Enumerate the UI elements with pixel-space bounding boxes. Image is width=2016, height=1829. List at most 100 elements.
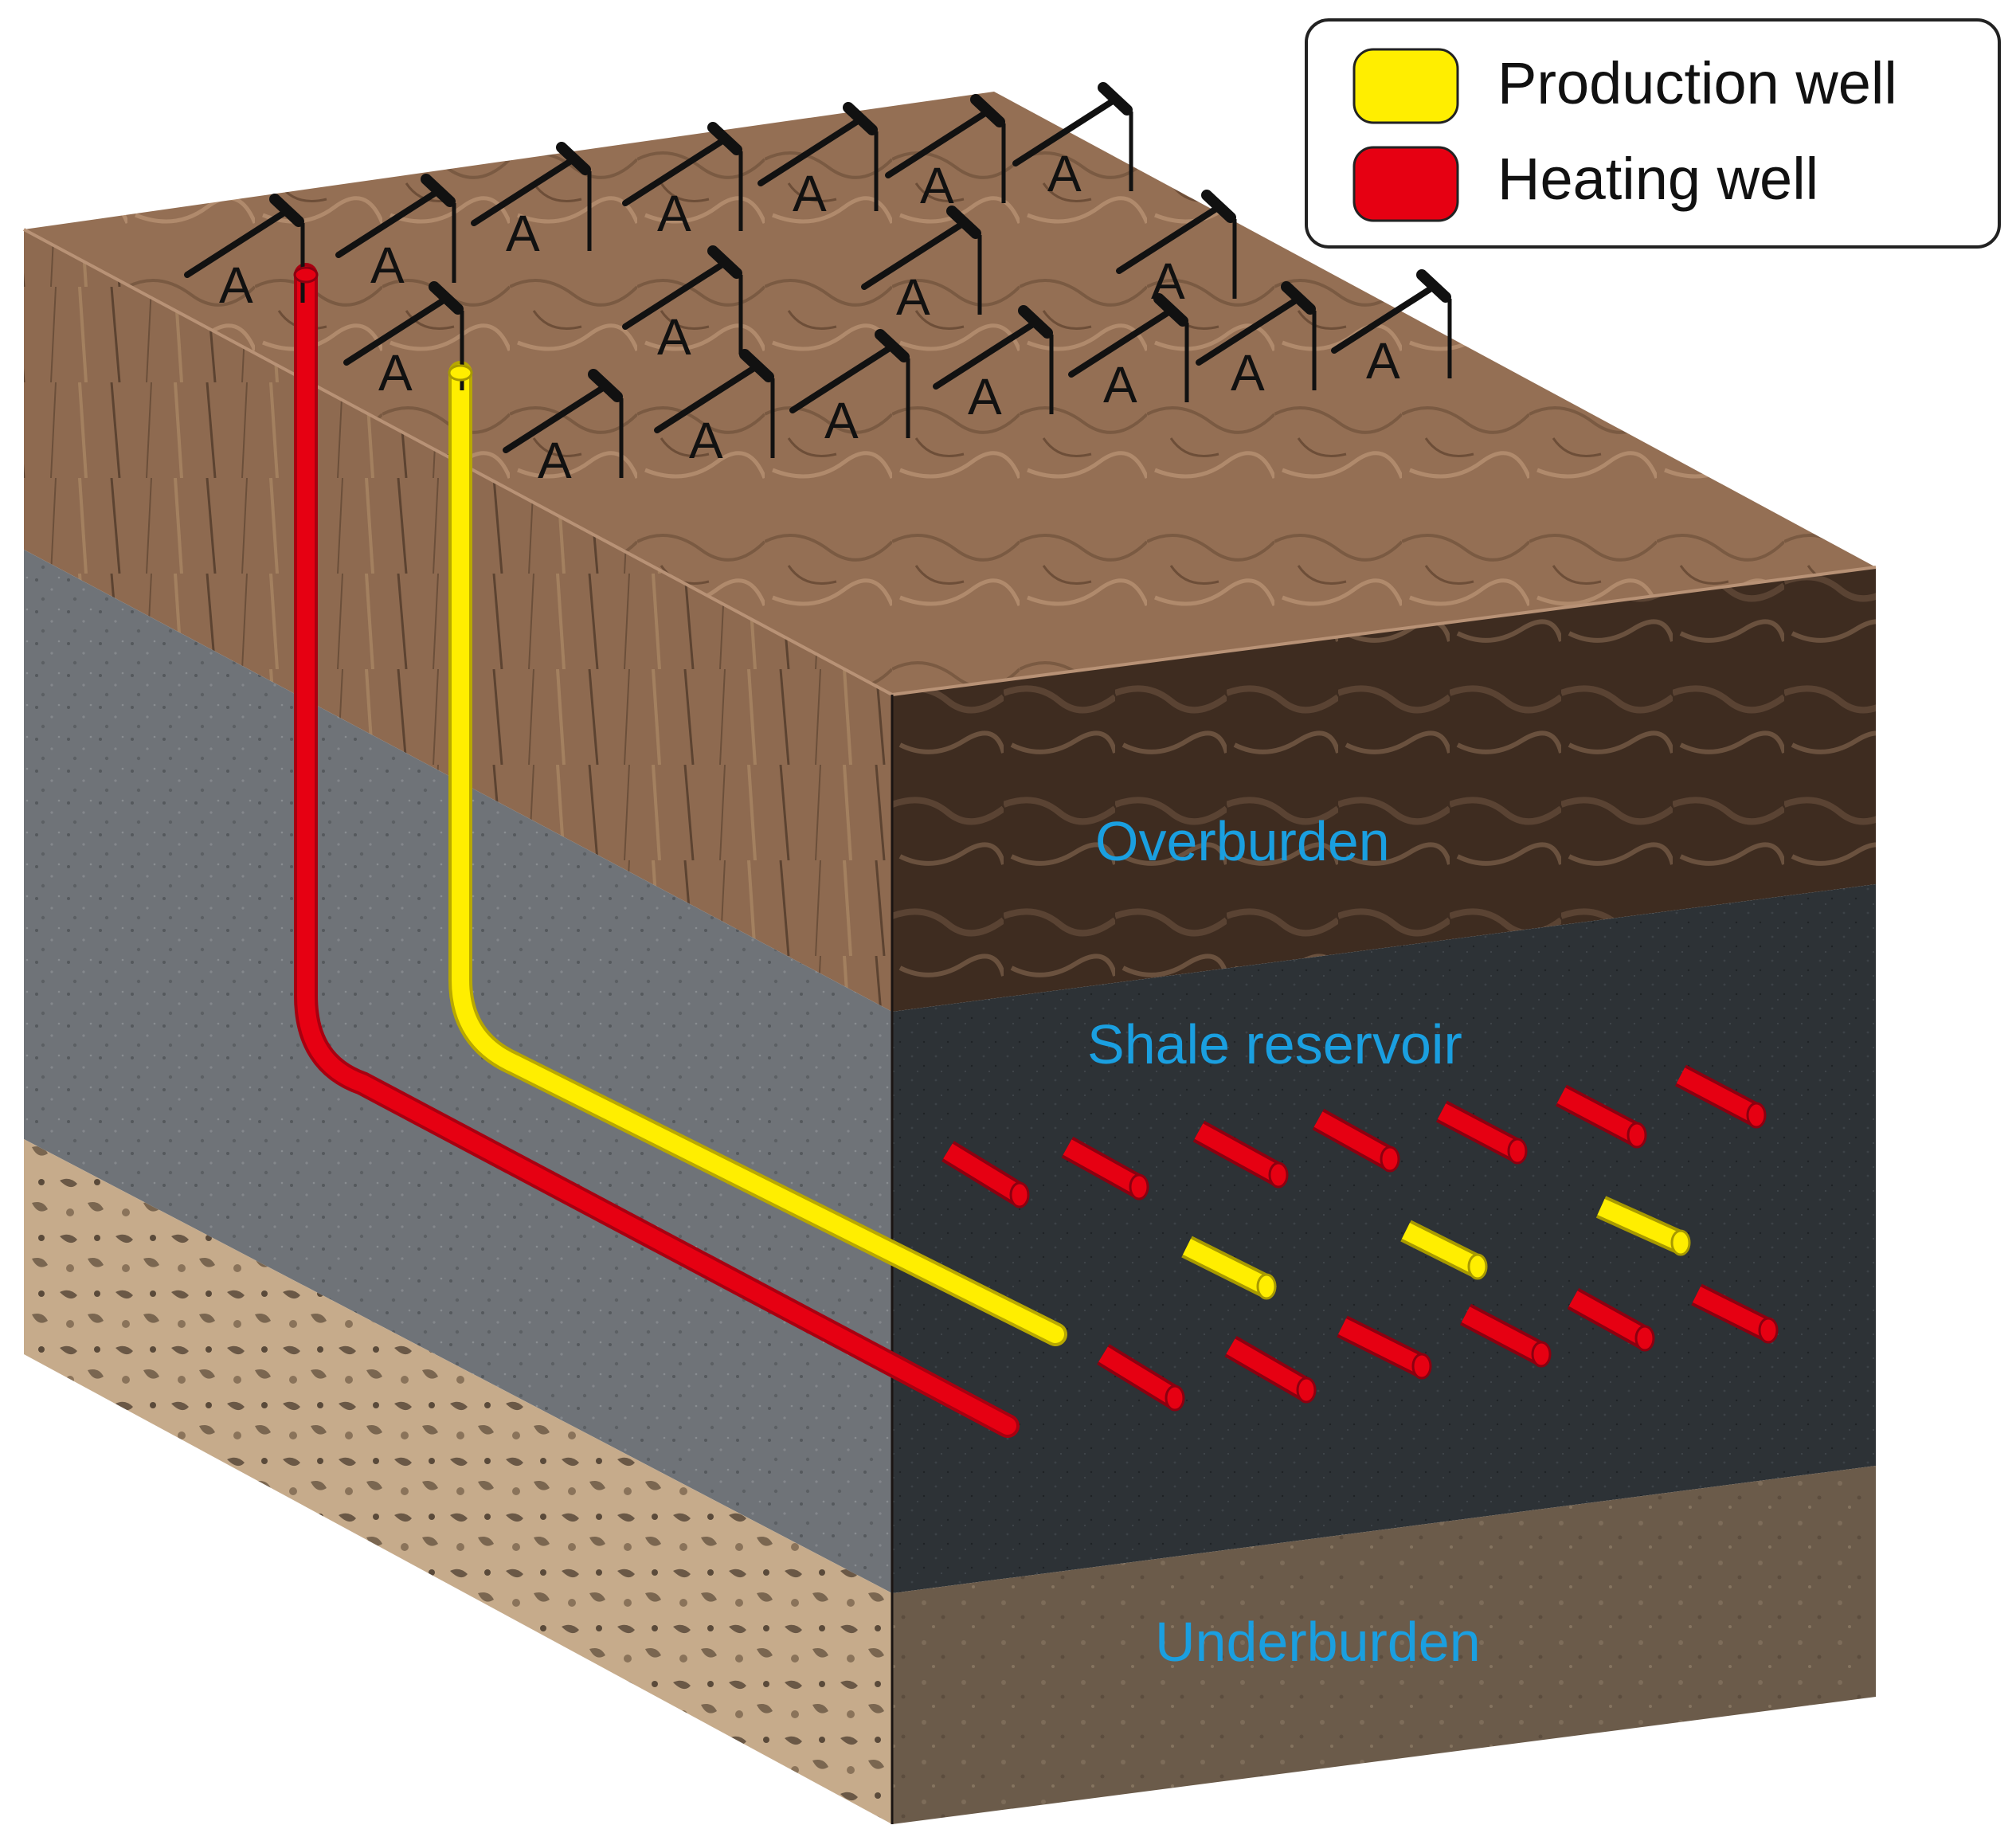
- shale-front: [892, 884, 1876, 1593]
- production-well-segment: [1181, 1236, 1277, 1300]
- pumpjack-icon: A: [1012, 82, 1133, 202]
- well-segment-end: [1634, 1325, 1655, 1352]
- well-segment-end: [1467, 1253, 1488, 1280]
- well-segment-fill: [1461, 1306, 1546, 1362]
- horizontal-well-segments: [941, 1064, 1779, 1412]
- heating-well-segment: [1436, 1100, 1528, 1165]
- pumpjack-frame-letter: A: [793, 165, 827, 222]
- pumpjack-head: [970, 94, 1005, 127]
- well-segment-end: [1296, 1377, 1317, 1404]
- shale-side: [24, 550, 892, 1593]
- pumpjack-beam: [1116, 204, 1222, 274]
- production-well-main-fill: [452, 364, 1064, 1343]
- legend-label-production: Production well: [1497, 50, 1897, 116]
- well-segment-fill: [1226, 1338, 1311, 1398]
- main-wells: [294, 263, 1067, 1438]
- well-segment-end: [1256, 1273, 1277, 1300]
- well-segment-end: [1411, 1353, 1432, 1380]
- heating-well-segment: [1097, 1344, 1185, 1412]
- well-heads: [293, 266, 473, 382]
- pumpjack-beam: [343, 296, 449, 366]
- well-segment-fill: [1402, 1223, 1482, 1275]
- overburden-label: Overburden: [1095, 810, 1390, 872]
- legend-box: [1305, 18, 2001, 249]
- underburden-label: Underburden: [1155, 1611, 1481, 1673]
- well-segment-fill: [1183, 1239, 1270, 1294]
- well-segment-end: [1380, 1146, 1400, 1173]
- pumpjack-frame-letter: A: [896, 268, 930, 326]
- well-segment-end: [1531, 1341, 1552, 1368]
- well-segment-fill: [1597, 1198, 1685, 1251]
- heating-well-segment: [1460, 1303, 1552, 1368]
- legend-label-heating: Heating well: [1497, 146, 1818, 212]
- pumpjack-head: [429, 281, 464, 315]
- well-segment-end: [1627, 1122, 1647, 1149]
- heating-well-segment: [1567, 1287, 1655, 1352]
- pumpjack-head: [1153, 293, 1188, 327]
- pumpjack-head: [1018, 305, 1053, 339]
- pumpjack-frame-letter: A: [689, 412, 723, 469]
- production-wellhead: [448, 364, 473, 382]
- pumpjack-frame-letter: A: [378, 344, 413, 401]
- pumpjack-head: [843, 102, 878, 135]
- underburden-side: [24, 1139, 892, 1824]
- pumpjack-head: [421, 174, 456, 207]
- pumpjack-frame-letter: A: [219, 257, 253, 314]
- heating-well-segment: [941, 1141, 1030, 1208]
- pumpjack-beam: [861, 220, 967, 290]
- pumpjack-beam: [184, 208, 290, 278]
- heating-well-segment: [1224, 1336, 1317, 1404]
- well-segment-fill: [1098, 1346, 1180, 1406]
- pumpjack-head: [588, 369, 623, 402]
- well-segment-fill: [1556, 1087, 1642, 1143]
- pumpjack-beam: [1012, 96, 1118, 166]
- legend-swatch-production: [1352, 48, 1459, 124]
- pumpjack-frame-letter: A: [657, 185, 691, 242]
- pumpjack-icon: A: [343, 281, 464, 401]
- pumpjack-head: [269, 194, 304, 227]
- production-well-segment: [1400, 1220, 1488, 1280]
- pumpjack-icon: A: [789, 329, 910, 449]
- heating-well-segment: [1192, 1120, 1289, 1189]
- heating-well-segment: [1337, 1315, 1432, 1380]
- heating-well-segment: [1675, 1064, 1767, 1129]
- pumpjack-beam: [789, 343, 895, 413]
- pumpjack-icon: A: [885, 94, 1006, 214]
- ground-surface: [24, 92, 1876, 695]
- pumpjack-icon: A: [471, 142, 592, 262]
- pumpjack-frame-letter: A: [1103, 356, 1137, 413]
- pumpjack-head: [739, 349, 774, 382]
- heating-well-segment: [1556, 1084, 1647, 1149]
- underburden-front: [892, 1466, 1876, 1824]
- pumpjack-beam: [503, 383, 609, 453]
- well-segment-end: [1758, 1317, 1779, 1344]
- pumpjack-frame-letter: A: [824, 392, 859, 449]
- pumpjack-head: [946, 206, 981, 239]
- well-segment-fill: [1313, 1111, 1395, 1167]
- pumpjack-head: [1098, 82, 1133, 116]
- heating-well-main-fill: [297, 266, 1016, 1435]
- overburden-front: [892, 567, 1876, 1012]
- well-segment-end: [1165, 1384, 1185, 1412]
- pumpjack-beam: [622, 136, 728, 206]
- pumpjack-frame-letter: A: [506, 205, 540, 262]
- pumpjack-beam: [471, 156, 577, 226]
- pumpjack-head: [707, 245, 742, 279]
- pumpjack-beam: [622, 260, 728, 330]
- pumpjack-icon: A: [757, 102, 879, 222]
- pumpjack-icon: A: [933, 305, 1054, 425]
- pumpjack-icon: A: [335, 174, 456, 294]
- pumpjack-icon: A: [184, 194, 305, 314]
- pumpjack-head: [556, 142, 591, 175]
- pumpjack-icon: A: [622, 122, 743, 242]
- well-segment-end: [1507, 1138, 1528, 1165]
- pumpjack-frame-letter: A: [1047, 145, 1082, 202]
- well-segment-end: [1746, 1102, 1767, 1129]
- heating-well-segment: [1312, 1108, 1400, 1173]
- pumpjack-head: [1281, 281, 1316, 315]
- well-segment-fill: [1693, 1287, 1772, 1338]
- pumpjack-head: [1416, 269, 1451, 303]
- well-segment-fill: [1194, 1123, 1283, 1183]
